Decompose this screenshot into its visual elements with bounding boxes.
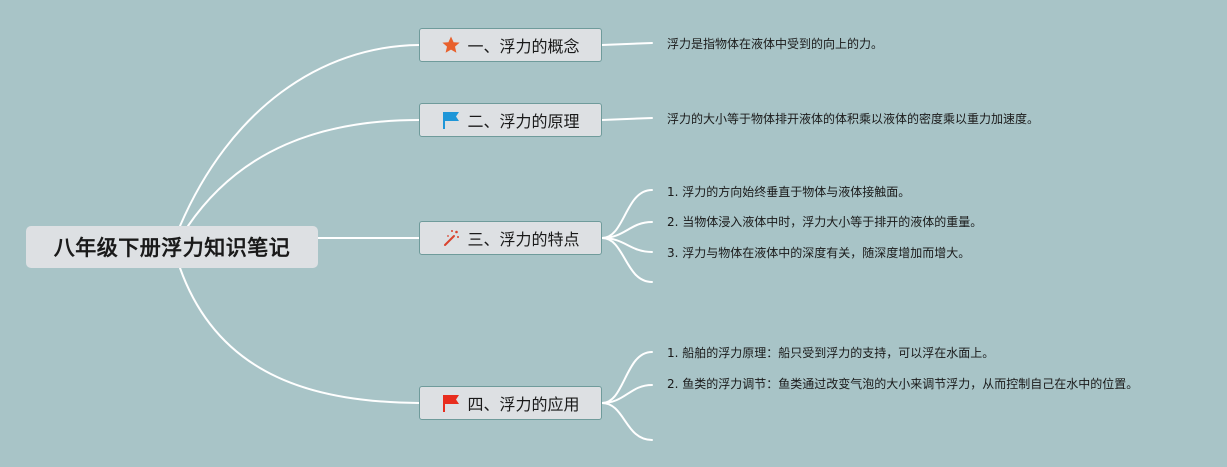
branch-topic-features[interactable]: 三、浮力的特点 (419, 221, 602, 255)
branch-title: 三、浮力的特点 (467, 230, 580, 249)
connector-root-branch-2 (187, 119, 420, 227)
branch-topic-applications[interactable]: 四、浮力的应用 (419, 386, 602, 420)
leaf-topic[interactable]: 2. 鱼类的浮力调节：鱼类通过改变气泡的大小来调节浮力，从而控制自己在水中的位置… (667, 377, 1139, 391)
root-topic[interactable]: 八年级下册浮力知识笔记 (26, 226, 318, 268)
connector-branch-3-leaf-4 (601, 237, 653, 283)
leaf-topic[interactable]: 1. 船舶的浮力原理：船只受到浮力的支持，可以浮在水面上。 (667, 346, 995, 360)
branch-topic-concept[interactable]: 一、浮力的概念 (419, 28, 602, 62)
connector-root-branch-1 (179, 44, 420, 227)
connector-branch-1-leaf (601, 42, 653, 46)
branch-title: 二、浮力的原理 (467, 112, 580, 131)
connector-branch-4-leaf-3 (601, 402, 653, 441)
branch-title: 一、浮力的概念 (467, 37, 580, 56)
connector-branch-4-leaf-2 (601, 384, 653, 404)
leaf-topic[interactable]: 浮力的大小等于物体排开液体的体积乘以液体的密度乘以重力加速度。 (667, 112, 1040, 126)
branch-title: 四、浮力的应用 (467, 395, 580, 414)
leaf-topic[interactable]: 1. 浮力的方向始终垂直于物体与液体接触面。 (667, 185, 911, 199)
flag-icon (441, 393, 461, 413)
leaf-topic[interactable]: 2. 当物体浸入液体中时，浮力大小等于排开的液体的重量。 (667, 215, 983, 229)
leaf-topic[interactable]: 浮力是指物体在液体中受到的向上的力。 (667, 37, 884, 51)
connector-branch-2-leaf (601, 117, 653, 121)
flag-icon (441, 110, 461, 130)
leaf-topic[interactable]: 3. 浮力与物体在液体中的深度有关，随深度增加而增大。 (667, 246, 971, 260)
branch-topic-principle[interactable]: 二、浮力的原理 (419, 103, 602, 137)
magic-wand-icon (441, 228, 461, 248)
connector-branch-4-leaf-1 (601, 351, 653, 404)
root-topic-title: 八年级下册浮力知识笔记 (53, 236, 291, 260)
star-icon (441, 35, 461, 55)
connector-root-branch-4 (179, 267, 420, 404)
